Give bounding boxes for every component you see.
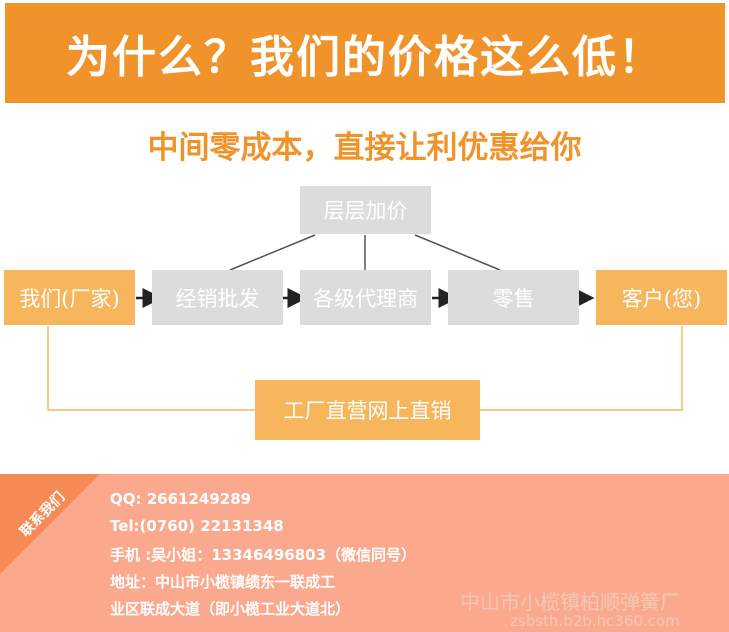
contact-tel: Tel:(0760) 22131348: [110, 517, 284, 535]
contact-qq: QQ: 2661249289: [110, 490, 252, 508]
markup-line-right: [414, 234, 501, 271]
node-retail-label: 零售: [492, 286, 535, 311]
header-title: 为什么？我们的价格这么低！: [66, 32, 664, 83]
contact-address-line1: 地址：中山市小榄镇绩东一联成工: [110, 573, 336, 591]
direct-sales-label: 工厂直营网上直销: [283, 399, 452, 423]
contact-corner-ribbon: [0, 474, 100, 574]
subtitle: 中间零成本，直接让利优惠给你: [147, 130, 582, 166]
markup-box-label: 层层加价: [323, 199, 408, 223]
markup-box: 层层加价: [300, 186, 431, 234]
node-retail: 零售: [448, 270, 579, 325]
node-wholesale-label: 经销批发: [175, 286, 260, 311]
node-customer-label: 客户(您): [621, 286, 702, 311]
header-banner: 为什么？我们的价格这么低！: [5, 3, 725, 103]
markup-line-left: [229, 234, 316, 271]
node-factory-label: 我们(厂家): [19, 286, 120, 311]
direct-line-left: [47, 326, 255, 411]
contact-panel: 联系我们 QQ: 2661249289 Tel:(0760) 22131348 …: [0, 474, 729, 632]
direct-sales-box: 工厂直营网上直销: [255, 380, 480, 440]
node-agents: 各级代理商: [300, 270, 431, 325]
direct-line-right: [480, 326, 683, 411]
node-factory: 我们(厂家): [4, 270, 135, 325]
node-agents-label: 各级代理商: [313, 286, 418, 311]
watermark-url: zsbsth.b2b.hc360.com: [510, 612, 680, 630]
node-customer: 客户(您): [596, 270, 727, 325]
node-wholesale: 经销批发: [152, 270, 283, 325]
watermark-company: 中山市小榄镇柏顺弹簧厂: [460, 590, 680, 614]
contact-mobile: 手机 :吴小姐：13346496803（微信同号）: [110, 546, 417, 564]
contact-address-line2: 业区联成大道（即小榄工业大道北）: [110, 600, 351, 618]
